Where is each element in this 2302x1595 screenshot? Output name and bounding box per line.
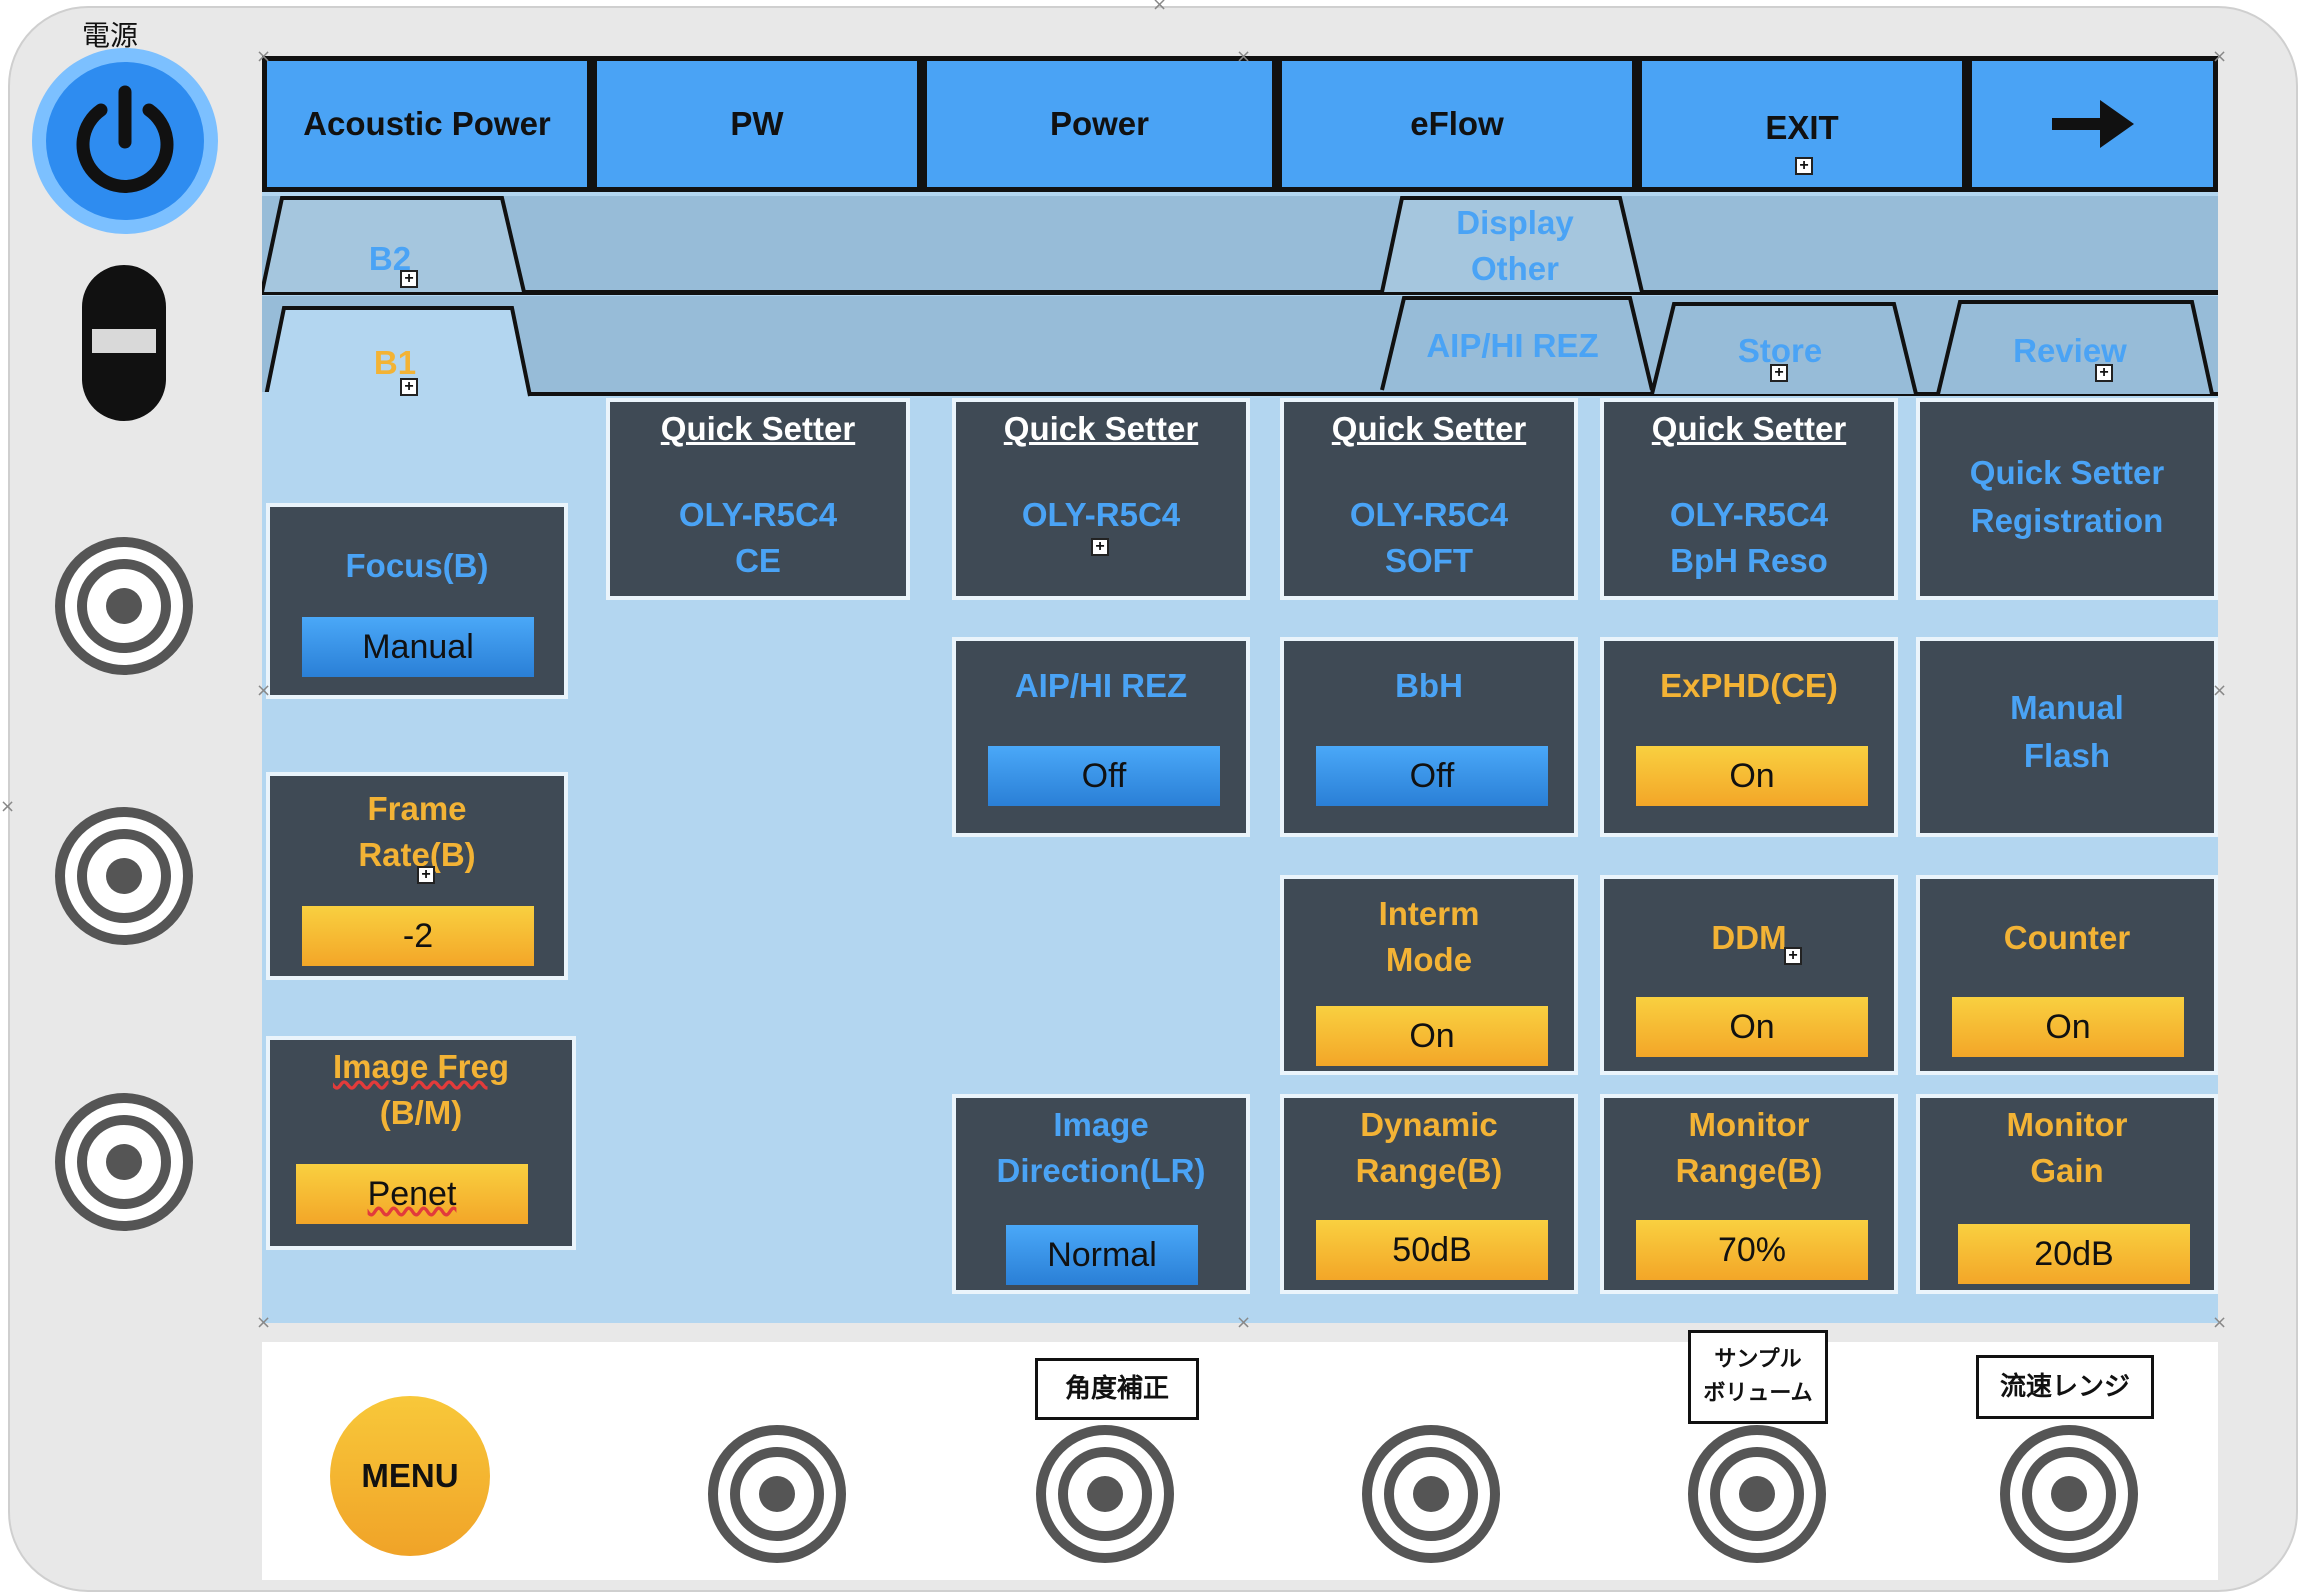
plus-marker-icon: +: [2095, 364, 2113, 382]
pw-button[interactable]: PW: [597, 61, 917, 187]
monitor-range-value-button[interactable]: 70%: [1636, 1220, 1868, 1280]
plus-marker-icon: +: [1091, 538, 1109, 556]
menu-button[interactable]: MENU: [330, 1396, 490, 1556]
counter-card: Counter On: [1916, 875, 2218, 1075]
exphd-value-button[interactable]: On: [1636, 746, 1868, 806]
active-tab-join: [262, 392, 524, 404]
monitor-gain-value-button[interactable]: 20dB: [1958, 1224, 2190, 1284]
image-freq-card: Image Freg (B/M) Penet: [266, 1036, 576, 1250]
frame-rate-value-button[interactable]: -2: [302, 906, 534, 966]
tab-review[interactable]: Review: [2013, 332, 2127, 369]
plus-marker-icon: +: [417, 866, 435, 884]
arrow-right-icon: [2051, 100, 2134, 148]
counter-value-button[interactable]: On: [1952, 997, 2184, 1057]
quick-setter-bph-reso[interactable]: Quick Setter OLY-R5C4 BpH Reso: [1600, 398, 1898, 600]
focus-value-button[interactable]: Manual: [302, 617, 534, 677]
tab-b1[interactable]: B1: [373, 344, 417, 381]
interm-mode-value-button[interactable]: On: [1316, 1006, 1548, 1066]
left-dial-2[interactable]: [55, 807, 193, 945]
aip-hi-rez-card: AIP/HI REZ Off: [952, 637, 1250, 837]
power-button[interactable]: [32, 48, 218, 234]
exphd-card: ExPHD(CE) On: [1600, 637, 1898, 837]
tab-aip-hi-rez[interactable]: AIP/HI REZ: [1426, 327, 1599, 364]
power-icon: [46, 62, 204, 220]
plus-marker-icon: +: [400, 270, 418, 288]
aip-hi-rez-value-button[interactable]: Off: [988, 746, 1220, 806]
ddm-value-button[interactable]: On: [1636, 997, 1868, 1057]
quick-setter-registration[interactable]: Quick Setter Registration: [1916, 398, 2218, 600]
tab-shapes: [262, 196, 2214, 397]
plus-marker-icon: +: [400, 378, 418, 396]
focus-card: Focus(B) Manual: [266, 503, 568, 699]
bottom-dial-3[interactable]: [1362, 1425, 1500, 1563]
selection-marker: ×: [0, 796, 16, 817]
monitor-gain-card: Monitor Gain 20dB: [1916, 1094, 2218, 1294]
interm-mode-card: Interm Mode On: [1280, 875, 1578, 1075]
tab-b2[interactable]: B2: [368, 240, 412, 277]
selection-marker: ×: [2212, 1312, 2228, 1333]
selection-marker: ×: [256, 680, 272, 701]
image-direction-card: Image Direction(LR) Normal: [952, 1094, 1250, 1294]
tab-divider-bottom: [262, 392, 2218, 396]
selection-marker: ×: [256, 46, 272, 67]
power-mode-button[interactable]: Power: [927, 61, 1272, 187]
left-dial-3[interactable]: [55, 1093, 193, 1231]
selection-marker: ×: [2212, 46, 2228, 67]
angle-correction-label: 角度補正: [1035, 1358, 1199, 1420]
selection-marker: ×: [256, 1312, 272, 1333]
selection-marker: ×: [1152, 0, 1168, 15]
dynamic-range-card: Dynamic Range(B) 50dB: [1280, 1094, 1578, 1294]
image-freq-value-button[interactable]: Penet: [296, 1164, 528, 1224]
angle-correction-dial[interactable]: [1036, 1425, 1174, 1563]
plus-marker-icon: +: [1784, 947, 1802, 965]
ddm-card: DDM On: [1600, 875, 1898, 1075]
plus-marker-icon: +: [1795, 157, 1813, 175]
bbh-card: BbH Off: [1280, 637, 1578, 837]
bbh-value-button[interactable]: Off: [1316, 746, 1548, 806]
freeze-toggle-switch[interactable]: [82, 265, 166, 421]
quick-setter-soft[interactable]: Quick Setter OLY-R5C4 SOFT: [1280, 398, 1578, 600]
left-dial-1[interactable]: [55, 537, 193, 675]
plus-marker-icon: +: [1770, 364, 1788, 382]
quick-setter-ce[interactable]: Quick Setter OLY-R5C4 CE: [606, 398, 910, 600]
flow-range-label: 流速レンジ: [1976, 1355, 2154, 1419]
selection-marker: ×: [2212, 680, 2228, 701]
dynamic-range-value-button[interactable]: 50dB: [1316, 1220, 1548, 1280]
sample-volume-dial[interactable]: [1688, 1425, 1826, 1563]
acoustic-power-button[interactable]: Acoustic Power: [267, 61, 587, 187]
manual-flash-button[interactable]: Manual Flash: [1916, 637, 2218, 837]
tab-strip-row1: [262, 196, 2218, 292]
tab-store[interactable]: Store: [1737, 332, 1823, 369]
next-arrow-button[interactable]: [1972, 61, 2213, 187]
quick-setter-default[interactable]: Quick Setter OLY-R5C4: [952, 398, 1250, 600]
selection-marker: ×: [1236, 46, 1252, 67]
monitor-range-card: Monitor Range(B) 70%: [1600, 1094, 1898, 1294]
eflow-button[interactable]: eFlow: [1282, 61, 1632, 187]
bottom-control-panel: [262, 1342, 2218, 1580]
selection-marker: ×: [1236, 1312, 1252, 1333]
image-direction-value-button[interactable]: Normal: [1006, 1225, 1198, 1285]
bottom-dial-1[interactable]: [708, 1425, 846, 1563]
tab-divider: [262, 290, 2218, 295]
flow-range-dial[interactable]: [2000, 1425, 2138, 1563]
power-label: 電源: [82, 19, 139, 52]
sample-volume-label: サンプルボリューム: [1688, 1330, 1828, 1424]
